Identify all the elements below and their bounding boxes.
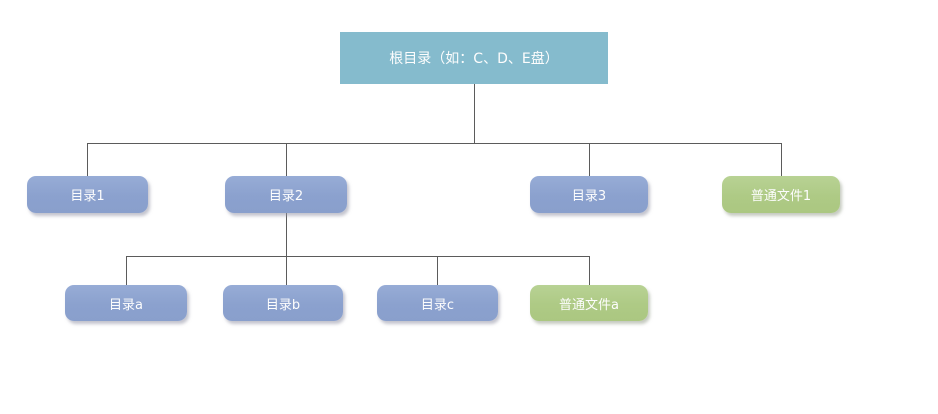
connector-drop-file1 <box>781 143 782 176</box>
node-root-directory: 根目录（如：C、D、E盘） <box>340 32 608 84</box>
node-normal-file-1: 普通文件1 <box>722 176 840 213</box>
connector-root-riser <box>474 84 475 143</box>
connector-drop-dirb <box>286 256 287 285</box>
node-directory-a: 目录a <box>65 285 187 321</box>
node-normal-file-a: 普通文件a <box>530 285 648 321</box>
connector-drop-dira <box>126 256 127 285</box>
connector-drop-dir1 <box>87 143 88 176</box>
node-directory-b: 目录b <box>223 285 343 321</box>
connector-level2-bus <box>87 143 781 144</box>
node-directory-c: 目录c <box>377 285 498 321</box>
connector-dir2-riser <box>286 213 287 256</box>
node-directory-1: 目录1 <box>27 176 148 213</box>
node-directory-3: 目录3 <box>530 176 648 213</box>
connector-drop-filea <box>589 256 590 285</box>
connector-drop-dir3 <box>589 143 590 176</box>
connector-level3-bus <box>126 256 589 257</box>
connector-drop-dirc <box>437 256 438 285</box>
connector-drop-dir2 <box>286 143 287 176</box>
node-directory-2: 目录2 <box>225 176 347 213</box>
